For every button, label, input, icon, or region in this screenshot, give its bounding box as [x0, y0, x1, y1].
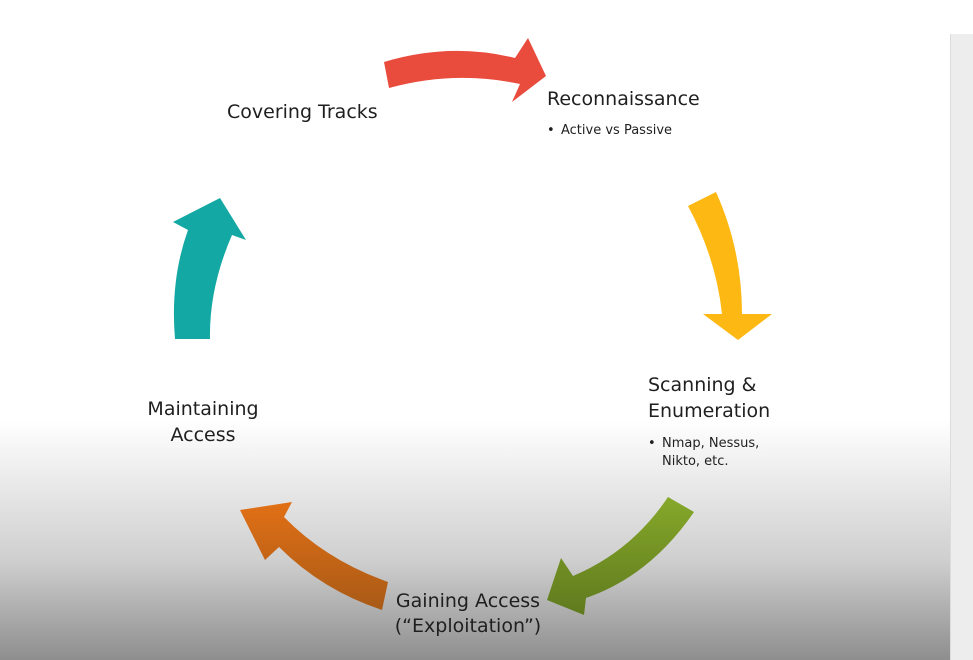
arrow-gaining-to-maintaining: [240, 502, 388, 610]
bullet-dot: •: [547, 123, 555, 138]
bullet-dot: •: [648, 436, 656, 451]
arrow-recon-to-scanning: [688, 192, 772, 340]
bullet-text: Active vs Passive: [561, 123, 673, 138]
stage-label-covering-tracks: Covering Tracks: [227, 101, 378, 123]
stage-label-maintaining-line2: Access: [170, 424, 236, 446]
stage-label-reconnaissance: Reconnaissance: [547, 88, 700, 110]
stage-label-gaining-line1: Gaining Access: [395, 590, 541, 612]
stage-label-scanning-line2: Enumeration: [648, 400, 771, 422]
arrow-maintaining-to-covering: [173, 198, 246, 339]
arrow-covering-to-recon: [384, 38, 546, 102]
stage-label-scanning-line1: Scanning &: [648, 374, 757, 396]
scrollbar-track[interactable]: [950, 34, 973, 660]
stage-label-gaining-line2: (“Exploitation”): [394, 615, 542, 637]
bullet-text: Nmap, Nessus,: [662, 436, 760, 451]
bullet-reconnaissance: • Active vs Passive: [547, 122, 672, 140]
bullet-scanning: • Nmap, Nessus, Nikto, etc.: [648, 435, 759, 471]
bullet-text: Nikto, etc.: [662, 454, 729, 469]
arrow-scanning-to-gaining: [547, 497, 694, 615]
stage-label-maintaining-line1: Maintaining: [147, 398, 259, 420]
